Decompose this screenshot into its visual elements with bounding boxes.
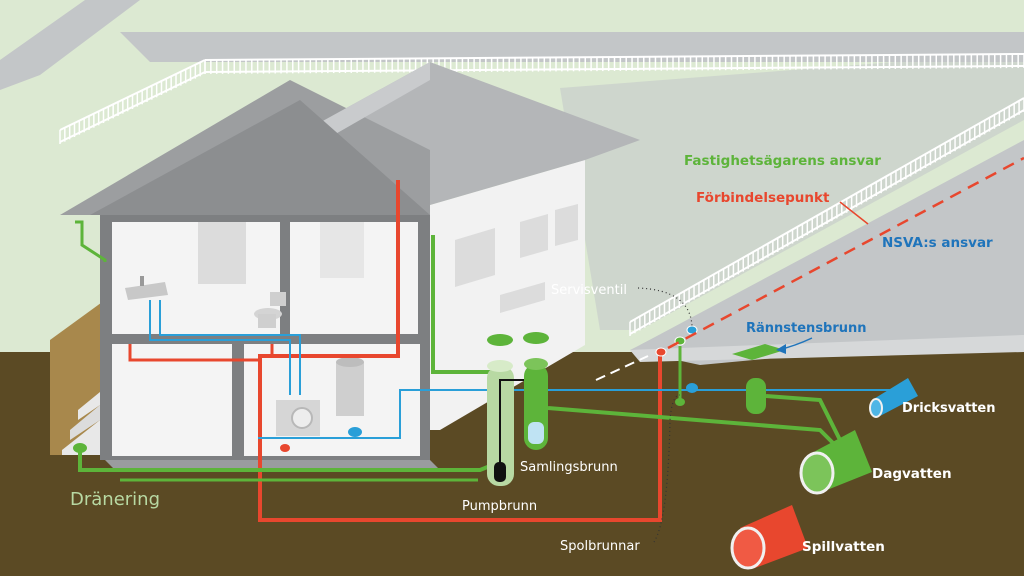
pump-well-label: Pumpbrunn [462, 499, 537, 514]
drinking-water-main [869, 378, 918, 418]
service-valve-label: Servisventil [551, 283, 627, 298]
water-heater [336, 357, 364, 416]
street-surface [630, 150, 1024, 365]
pump-well [487, 360, 524, 486]
owner-responsibility-label: Fastighetsägarens ansvar [684, 153, 881, 169]
drinking-water-label: Dricksvatten [902, 401, 996, 416]
nsva-responsibility-label: NSVA:s ansvar [882, 235, 993, 251]
drainage-label: Dränering [70, 489, 160, 510]
gutter-well-grate [732, 344, 785, 360]
connection-markers [73, 325, 698, 453]
flush-wells-label: Spolbrunnar [560, 539, 640, 554]
storm-water-label: Dagvatten [872, 466, 952, 482]
collection-well-label: Samlingsbrunn [520, 460, 618, 475]
waste-water-main [730, 505, 808, 570]
collection-well [487, 332, 549, 450]
sink [125, 276, 168, 300]
gutter-well-arrowhead [776, 344, 786, 354]
basement-stairs [50, 300, 105, 455]
fence-posts [59, 54, 1024, 336]
connection-pointer-line [839, 201, 869, 225]
street-edge [630, 335, 1024, 362]
gutter-well-label: Rännstensbrunn [746, 321, 867, 336]
leader-lines [637, 287, 693, 543]
storm-water-main [799, 430, 872, 495]
waste-water-label: Spillvatten [802, 539, 885, 555]
connection-point-label: Förbindelsepunkt [696, 190, 830, 206]
toilet [254, 292, 286, 328]
washing-machine [276, 400, 320, 436]
connection-point-boundary [667, 156, 1024, 350]
